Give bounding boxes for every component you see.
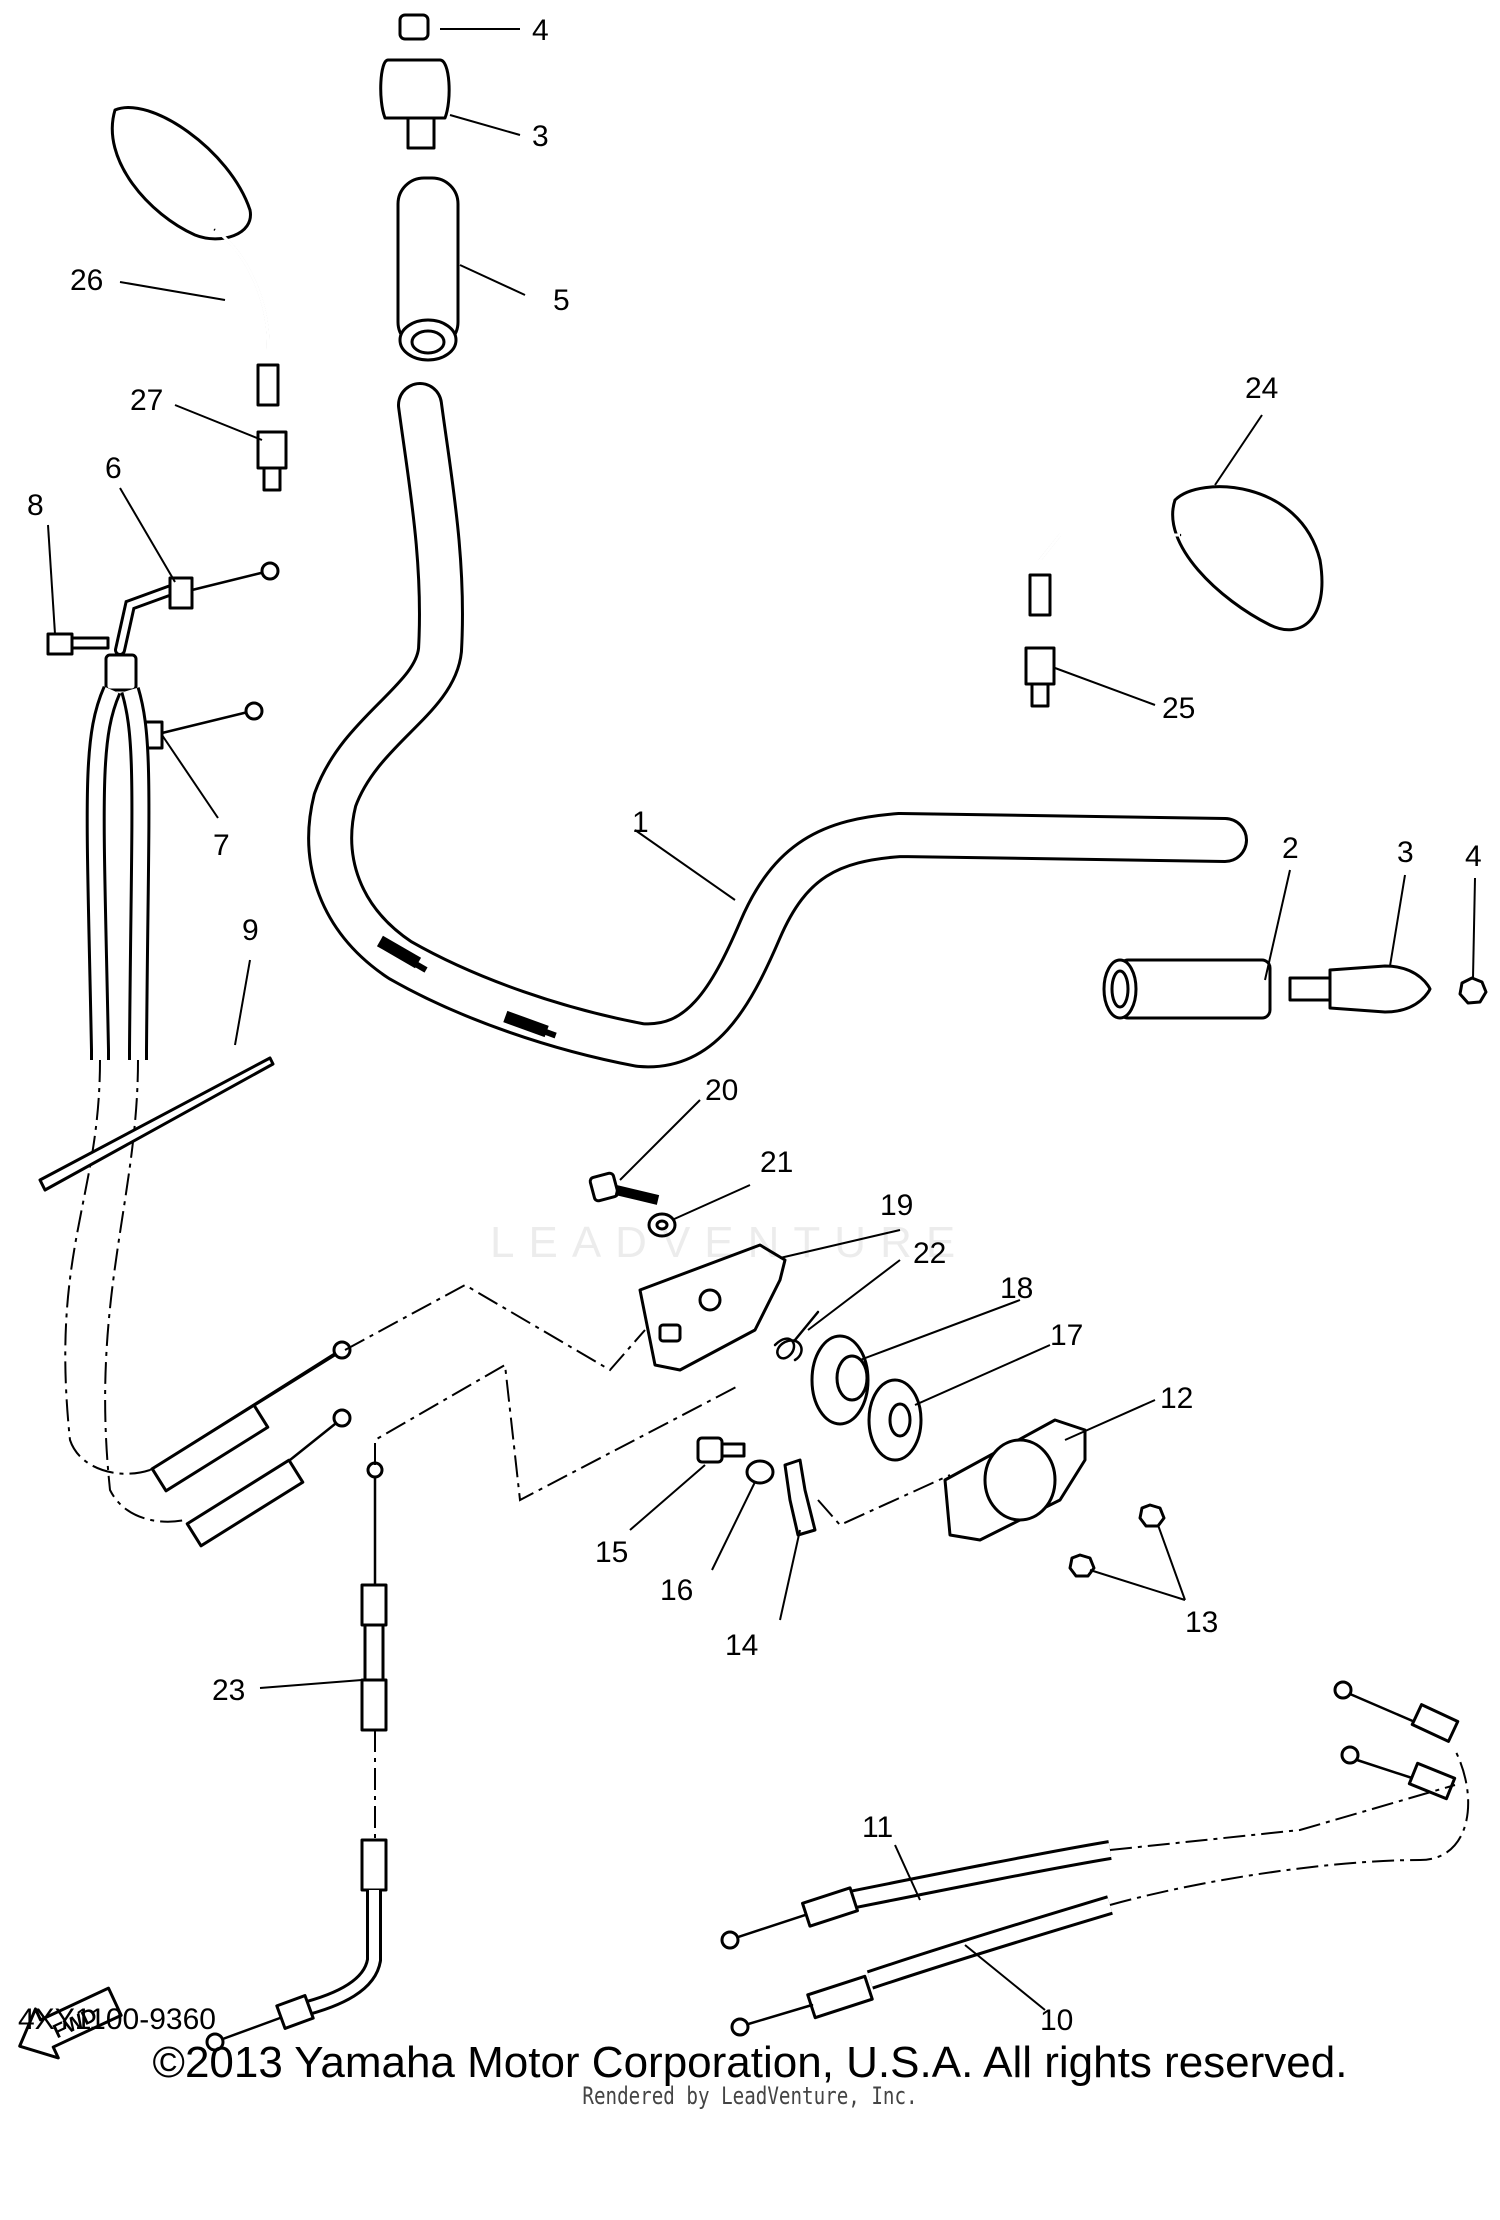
bolt-20 bbox=[588, 1171, 660, 1205]
rendered-by-credit: Rendered by LeadVenture, Inc. bbox=[582, 2082, 918, 2110]
assembly-lines bbox=[344, 1283, 1470, 1906]
callout-13: 13 bbox=[1185, 1606, 1218, 1639]
nut-4-top bbox=[398, 13, 430, 41]
callout-27: 27 bbox=[130, 384, 163, 417]
housing-19 bbox=[638, 1243, 787, 1372]
callout-6: 6 bbox=[105, 452, 122, 485]
housing-12 bbox=[943, 1418, 1087, 1542]
callout-7: 7 bbox=[213, 829, 230, 862]
callout-8: 8 bbox=[27, 489, 44, 522]
leader-lines bbox=[47, 28, 1476, 2011]
callout-12: 12 bbox=[1160, 1382, 1193, 1415]
adapter-27 bbox=[256, 430, 288, 492]
grip-2 bbox=[1102, 958, 1272, 1020]
spring-22 bbox=[773, 1310, 820, 1362]
callout-24: 24 bbox=[1245, 372, 1278, 405]
nuts-13 bbox=[1068, 1503, 1166, 1578]
callout-10: 10 bbox=[1040, 2004, 1073, 2037]
plate-14 bbox=[783, 1458, 817, 1537]
diagram-code: 4XY1100-9360 bbox=[18, 2003, 216, 2036]
callout-11: 11 bbox=[862, 1811, 893, 1844]
callout-23: 23 bbox=[212, 1674, 245, 1707]
grip-5 bbox=[396, 176, 460, 362]
bolt-15 bbox=[696, 1436, 746, 1464]
throttle-cables bbox=[64, 653, 186, 1523]
callout-17: 17 bbox=[1050, 1319, 1083, 1352]
bolt-8 bbox=[46, 632, 110, 656]
callout-9: 9 bbox=[242, 914, 259, 947]
pulley-17 bbox=[867, 1378, 923, 1462]
callout-25: 25 bbox=[1162, 692, 1195, 725]
adapter-25 bbox=[1024, 646, 1056, 708]
pulley-18 bbox=[810, 1334, 870, 1426]
copyright-notice: ©2013 Yamaha Motor Corporation, U.S.A. A… bbox=[152, 2038, 1348, 2087]
callout-26: 26 bbox=[70, 264, 103, 297]
watermark: LEADVENTURE bbox=[490, 1218, 970, 1267]
callout-21: 21 bbox=[760, 1146, 793, 1179]
bar-end-weight-3-top bbox=[379, 58, 451, 150]
cable-guide-6 bbox=[114, 561, 280, 656]
callout-4-right: 4 bbox=[1465, 840, 1482, 873]
callout-15: 15 bbox=[595, 1536, 628, 1569]
nut-4-right bbox=[1458, 976, 1488, 1005]
mirror-26 bbox=[110, 106, 280, 407]
callout-5: 5 bbox=[553, 284, 570, 317]
cable-tie-9 bbox=[38, 1056, 275, 1192]
washer-21 bbox=[647, 1212, 677, 1238]
callout-18: 18 bbox=[1000, 1272, 1033, 1305]
callouts: 1 2 3 3 4 4 5 6 7 8 9 10 11 12 13 14 15 … bbox=[27, 14, 1482, 2037]
callout-4-top: 4 bbox=[532, 14, 549, 47]
callout-2: 2 bbox=[1282, 832, 1299, 865]
callout-22: 22 bbox=[913, 1237, 946, 1270]
callout-20: 20 bbox=[705, 1074, 738, 1107]
callout-1: 1 bbox=[632, 806, 649, 839]
cable-end-7 bbox=[140, 701, 264, 750]
callout-16: 16 bbox=[660, 1574, 693, 1607]
callout-3-right: 3 bbox=[1397, 836, 1414, 869]
callout-14: 14 bbox=[725, 1629, 758, 1662]
cable-23 bbox=[205, 1461, 388, 2052]
bar-end-weight-3-right bbox=[1288, 964, 1432, 1014]
handlebar bbox=[307, 382, 1248, 1069]
mirror-24 bbox=[1028, 485, 1324, 632]
washer-16 bbox=[745, 1459, 775, 1485]
callout-3-top: 3 bbox=[532, 120, 549, 153]
switch-cables bbox=[149, 1340, 352, 1548]
cables-10-11 bbox=[720, 1680, 1460, 2037]
callout-19: 19 bbox=[880, 1189, 913, 1222]
